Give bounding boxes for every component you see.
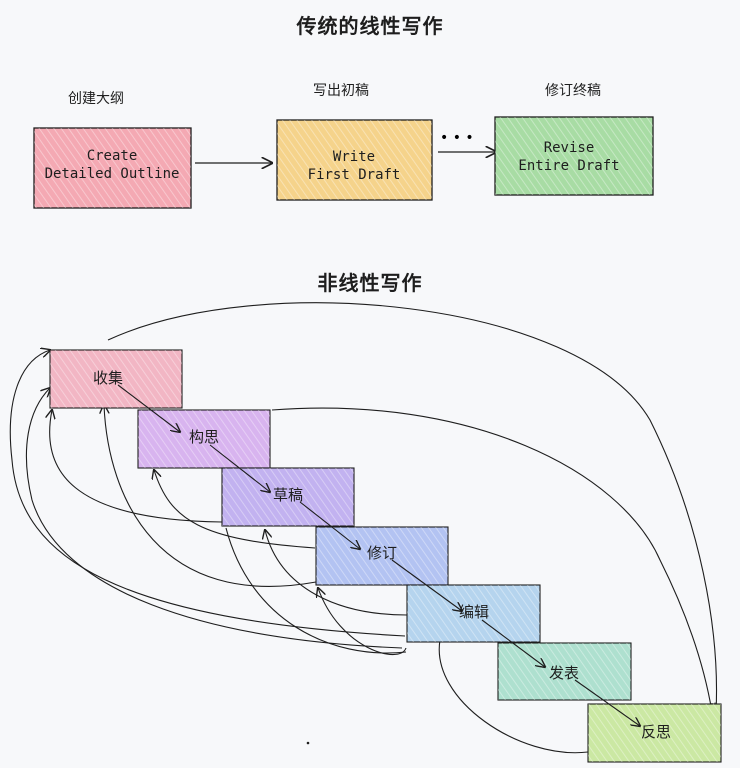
edit-label: 编辑 xyxy=(459,603,489,621)
forward-arrows xyxy=(117,384,640,726)
arrow-edit-to-publish xyxy=(481,619,545,667)
step-label-revise: 修订终稿 xyxy=(545,83,601,99)
loop-edit-to-collect-2 xyxy=(25,388,403,649)
feedback-loops xyxy=(9,302,716,754)
loop-edit-to-revise xyxy=(318,588,407,656)
revise-box-line-1: Revise xyxy=(544,140,595,156)
reflect-label: 反思 xyxy=(641,723,671,741)
first-draft-box-line-2: First Draft xyxy=(308,167,401,183)
nonlinear-step-publish: 发表 xyxy=(497,642,632,701)
nonlinear-step-draft: 草稿 xyxy=(221,467,355,527)
arrow-collect-to-idea xyxy=(117,384,180,432)
ellipsis: • • • xyxy=(440,130,474,146)
loop-reflect-to-edit xyxy=(438,639,589,754)
draft-label: 草稿 xyxy=(273,486,303,504)
loop-revise-to-idea xyxy=(154,470,316,549)
loop-collect-to-reflect xyxy=(107,302,716,712)
loop-revise-to-collect xyxy=(104,405,317,587)
revise-box-line-2: Entire Draft xyxy=(518,158,619,174)
arrow-idea-to-draft xyxy=(209,444,270,492)
arrow-revise-to-edit xyxy=(391,559,462,611)
linear-writing-title: 传统的线性写作 xyxy=(296,14,444,38)
nonlinear-step-edit: 编辑 xyxy=(406,584,541,643)
step-label-first-draft: 写出初稿 xyxy=(313,83,369,99)
linear-box-revise: Revise Entire Draft xyxy=(494,116,654,196)
publish-label: 发表 xyxy=(549,664,579,682)
nonlinear-step-collect: 收集 xyxy=(49,349,183,409)
nonlinear-step-idea: 构思 xyxy=(137,409,271,469)
loop-draft-to-collect xyxy=(50,410,223,523)
loop-edit-to-collect xyxy=(9,350,406,637)
arrow-publish-to-reflect xyxy=(574,679,640,726)
stray-dot xyxy=(306,741,310,745)
loop-edit-to-draft xyxy=(225,527,407,654)
outline-box-line-1: Create xyxy=(87,148,138,164)
loop-idea-to-reflect xyxy=(271,407,712,712)
linear-box-outline: Create Detailed Outline xyxy=(33,127,192,209)
nonlinear-step-revise: 修订 xyxy=(315,526,449,586)
revise-label: 修订 xyxy=(367,544,397,562)
nonlinear-step-reflect: 反思 xyxy=(587,703,722,763)
nonlinear-writing-title: 非线性写作 xyxy=(317,271,423,295)
linear-box-first-draft: Write First Draft xyxy=(276,119,433,201)
outline-box-line-2: Detailed Outline xyxy=(45,166,180,182)
idea-label: 构思 xyxy=(189,428,219,446)
arrow-draft-to-revise xyxy=(299,501,360,549)
collect-label: 收集 xyxy=(93,369,123,387)
step-label-outline: 创建大纲 xyxy=(68,91,124,107)
first-draft-box-line-1: Write xyxy=(333,149,375,165)
